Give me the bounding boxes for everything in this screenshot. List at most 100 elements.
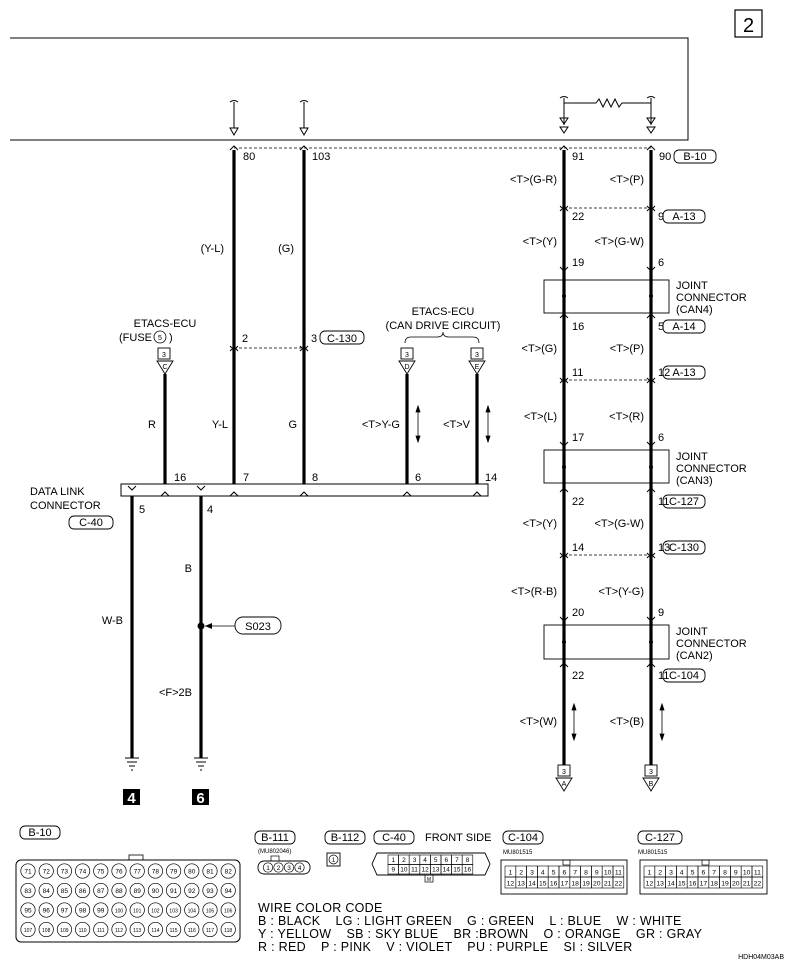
- can3-title-1: JOINT: [676, 451, 708, 463]
- c40-pin: 11: [408, 864, 421, 875]
- connector-label-boxes: [68, 149, 717, 683]
- svg-text:10: 10: [743, 870, 751, 877]
- svg-text:75: 75: [97, 868, 105, 875]
- c104-pin: 12: [504, 876, 517, 889]
- can-a13-p1: 22: [572, 211, 584, 223]
- can-ref-box-d: [400, 347, 414, 360]
- b10-pin: 110: [75, 921, 91, 938]
- b10-pin: 106: [220, 902, 236, 918]
- svg-text:79: 79: [170, 868, 178, 875]
- b10-pin: 92: [184, 882, 200, 899]
- svg-text:110: 110: [79, 928, 87, 934]
- can2-out2: 11: [658, 670, 669, 682]
- fuse-ref-arrow: [156, 360, 174, 375]
- wire-code-line1: B : BLACK LG : LIGHT GREEN G : GREEN L :…: [258, 914, 682, 928]
- b10-pin: 111: [93, 921, 109, 938]
- c104-pin: 4: [537, 865, 549, 878]
- wire-fuse: R: [148, 419, 156, 431]
- fuse-number-circle: [153, 330, 167, 344]
- bus-ref-box-b: [644, 764, 658, 777]
- can-ref-number-e: 3: [475, 352, 479, 359]
- dlc-pin-5: 5: [139, 504, 145, 516]
- drawing-code: HDH04M03AB: [738, 954, 784, 961]
- svg-text:112: 112: [115, 928, 123, 934]
- bus-ref-arrow-b: [642, 777, 660, 792]
- fuse-ref-box: [157, 347, 171, 360]
- svg-text:6: 6: [444, 857, 448, 864]
- b10-pin: 112: [111, 921, 127, 938]
- svg-text:104: 104: [188, 908, 197, 914]
- svg-text:107: 107: [24, 928, 33, 934]
- svg-text:20: 20: [593, 881, 601, 888]
- can-a13b-p2: 12: [658, 367, 670, 379]
- svg-text:4: 4: [298, 865, 302, 872]
- splice-label-box: [234, 616, 282, 635]
- c127-pin: 22: [751, 876, 764, 889]
- svg-text:98: 98: [79, 907, 87, 914]
- dlc-pin-14: 14: [485, 472, 497, 484]
- b10-pin: 96: [38, 902, 54, 918]
- c127-pin: 8: [719, 865, 731, 878]
- svg-text:115: 115: [170, 928, 178, 934]
- b111-label: B-111: [261, 832, 289, 844]
- b10-pin: 109: [56, 921, 72, 938]
- bus-ref-letter-a: A: [562, 781, 567, 788]
- c127-pin: 4: [676, 865, 688, 878]
- c40-pin: 13: [430, 864, 442, 875]
- svg-text:21: 21: [743, 881, 751, 888]
- svg-text:4: 4: [680, 870, 684, 877]
- wire-yl: Y-L: [212, 419, 228, 431]
- ground-symbols: [125, 757, 208, 771]
- svg-text:3: 3: [413, 857, 417, 864]
- wire-g-color: (G): [278, 243, 294, 255]
- svg-text:73: 73: [61, 868, 69, 875]
- c104-pin: 3: [526, 865, 538, 878]
- svg-text:14: 14: [443, 867, 451, 874]
- c127-pin: 20: [730, 876, 742, 889]
- svg-text:113: 113: [133, 928, 141, 934]
- can4-out1: 16: [572, 321, 584, 333]
- b10-pin: 108: [38, 921, 54, 938]
- c104-pin: 1: [504, 865, 517, 878]
- wire-yl-color: (Y-L): [201, 243, 224, 255]
- c104-pin: 18: [569, 876, 581, 889]
- svg-text:17: 17: [700, 881, 708, 888]
- svg-text:16: 16: [689, 881, 697, 888]
- ecu-internal-stubs: [229, 96, 656, 137]
- b10-pin: 78: [147, 863, 163, 879]
- c127-pin: 16: [686, 876, 699, 889]
- b112-label: B-112: [331, 832, 360, 844]
- b10-pin: 91: [166, 882, 182, 899]
- svg-text:9: 9: [595, 870, 599, 877]
- c127-pin: 3: [665, 865, 677, 878]
- b10-pin: 72: [38, 863, 54, 879]
- pin-c130-2: 2: [242, 333, 248, 345]
- c127-pin: 14: [665, 876, 677, 889]
- svg-text:85: 85: [61, 888, 69, 895]
- can-ref-letter-d: D: [404, 364, 409, 371]
- data-link-connector-bar: [120, 483, 489, 497]
- c127-pin: 10: [740, 865, 753, 878]
- conn-a13b: A-13: [672, 367, 695, 379]
- b111-pin: 4: [294, 862, 305, 873]
- conn-a14: A-14: [672, 321, 695, 333]
- can-r5-right: <T>(G-W): [595, 518, 645, 530]
- svg-text:15: 15: [678, 881, 686, 888]
- svg-text:6: 6: [702, 870, 706, 877]
- pin-90: 90: [659, 151, 671, 163]
- b10-pin: 107: [20, 921, 36, 938]
- svg-text:16: 16: [550, 881, 558, 888]
- svg-text:1: 1: [509, 870, 513, 877]
- svg-text:7: 7: [455, 857, 459, 864]
- can3-title-3: (CAN3): [676, 475, 713, 487]
- b111-pin: 3: [283, 862, 295, 873]
- svg-text:6: 6: [563, 870, 567, 877]
- svg-text:11: 11: [411, 867, 418, 874]
- svg-text:11: 11: [754, 870, 761, 877]
- b10-pin: 84: [38, 882, 54, 899]
- svg-text:99: 99: [97, 907, 105, 914]
- c127-pin: 17: [697, 876, 710, 889]
